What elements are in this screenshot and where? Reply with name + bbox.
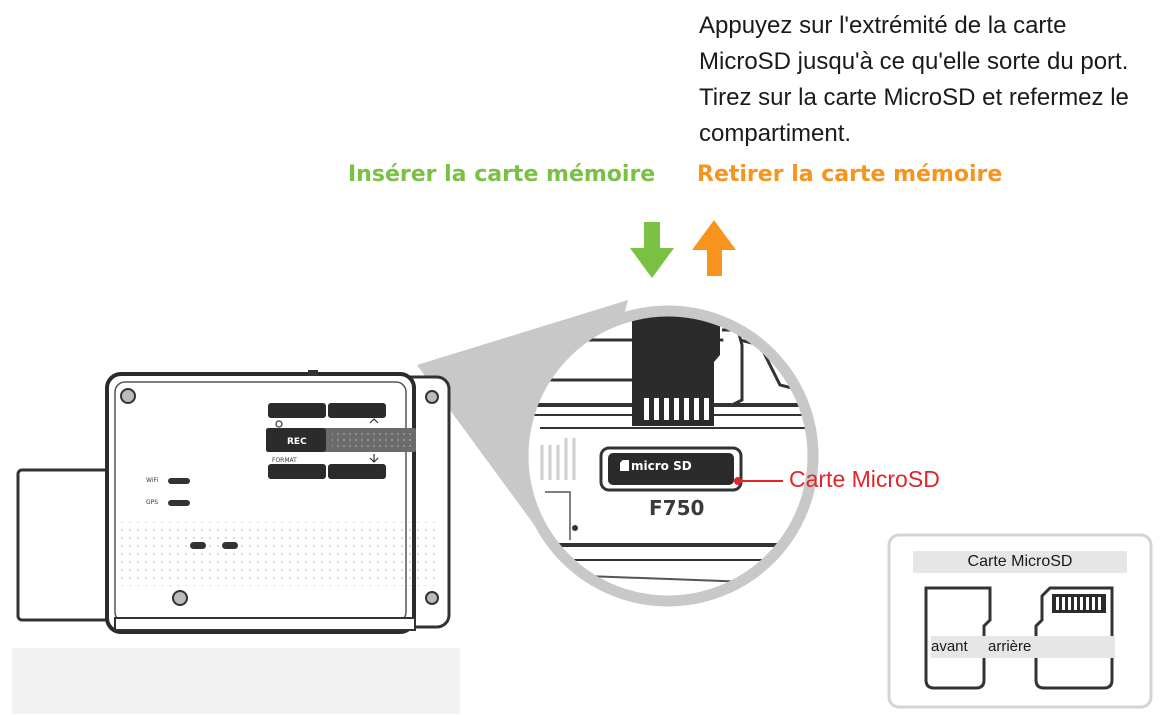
sd-card-icon <box>620 460 629 471</box>
wifi-indicator-label: WiFi <box>146 477 159 484</box>
dashcam-device <box>16 370 451 634</box>
slot-label-text: micro SD <box>631 459 692 473</box>
instruction-line: Tirez sur la carte MicroSD et refermez l… <box>699 84 1129 111</box>
slot-label: micro SD <box>620 459 692 473</box>
format-button-label: FORMAT <box>272 457 297 464</box>
instruction-text: Appuyez sur l'extrémité de la carte Micr… <box>699 8 1159 152</box>
model-label: F750 <box>649 496 705 520</box>
inset-box <box>887 533 1153 709</box>
insert-label: Insérer la carte mémoire <box>348 162 656 187</box>
callout-leader <box>734 477 783 485</box>
zoom-circle <box>517 305 819 607</box>
gps-indicator-label: GPS <box>146 499 159 506</box>
inset-front-label: avant <box>931 636 988 658</box>
microsd-callout-label: Carte MicroSD <box>789 466 940 492</box>
rec-button-label: REC <box>287 437 307 447</box>
device-shadow <box>12 648 460 714</box>
inset-title: Carte MicroSD <box>913 551 1127 573</box>
arrow-down-icon <box>630 222 674 278</box>
instruction-line: compartiment. <box>699 120 852 147</box>
inset-back-label: arrière <box>988 636 1115 658</box>
instruction-line: Appuyez sur l'extrémité de la carte <box>699 12 1067 39</box>
arrow-up-icon <box>692 220 736 276</box>
instruction-line: MicroSD jusqu'à ce qu'elle sorte du port… <box>699 48 1129 75</box>
remove-label: Retirer la carte mémoire <box>697 162 1003 187</box>
